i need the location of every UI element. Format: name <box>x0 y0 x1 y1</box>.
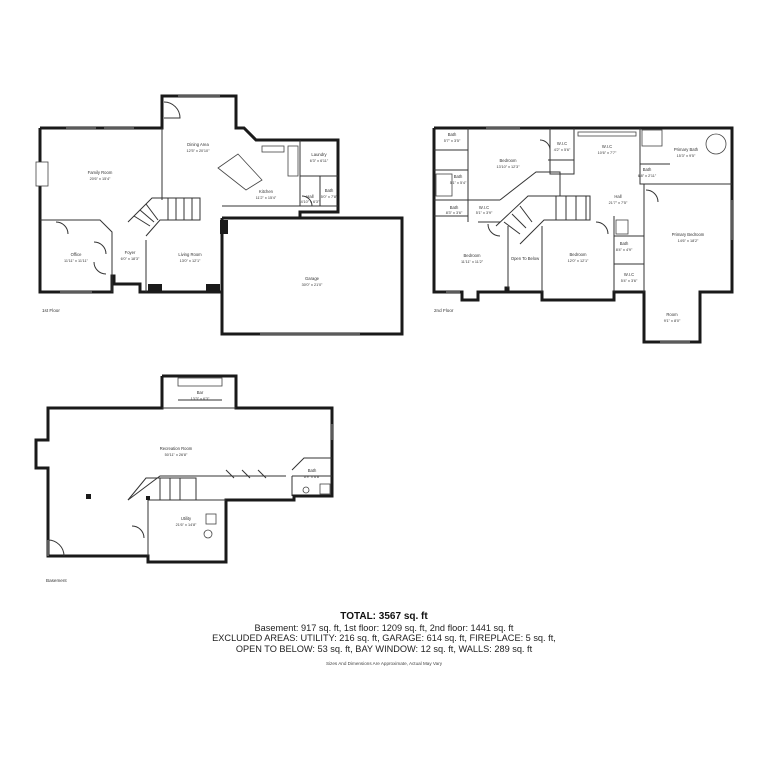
floor-label: 2nd Floor <box>434 308 454 313</box>
room-dim: 21'6" x 14'8" <box>176 523 197 527</box>
fireplace <box>35 161 49 187</box>
room-name: W.I.C <box>479 205 489 210</box>
room-dim: 4'10" x 6'3" <box>301 200 320 204</box>
room-dim: 6'9" x 6'8" <box>304 475 321 479</box>
first-floor-stairs <box>127 197 201 237</box>
room-name: Bedroom <box>570 252 588 257</box>
room-dim: 11'11" x 11'11" <box>64 259 89 263</box>
room-dim: 13'10" x 12'3" <box>497 165 521 169</box>
basement-plan: Bar 13'3" x 6'3" Recreation Room 50'11" … <box>34 374 334 583</box>
room-name: Bath <box>620 241 629 246</box>
room-dim: 9'1" x 8'0" <box>664 319 681 323</box>
room-name: Living Room <box>178 252 202 257</box>
room-name: Dining Area <box>187 142 209 147</box>
room-dim: 20'6" x 15'4" <box>90 177 111 181</box>
room-dim: 14'6" x 18'2" <box>678 239 699 243</box>
room-name: Garage <box>305 276 320 281</box>
room-dim: 11'2" x 15'4" <box>256 196 277 200</box>
room-dim: 6'8" x 2'11" <box>638 174 657 178</box>
room-dim: 11'11" x 11'2" <box>461 260 484 264</box>
room-name: Kitchen <box>259 189 274 194</box>
disclaimer: Sizes And Dimensions Are Approximate, Ac… <box>325 661 443 666</box>
room-dim: 10'6" x 7'7" <box>598 151 617 155</box>
room-name: Bath <box>308 468 317 473</box>
room-name: Primary Bedroom <box>672 232 705 237</box>
room-name: Recreation Room <box>160 446 193 451</box>
room-name: W.I.C <box>602 144 612 149</box>
room-name: W.I.C <box>557 141 567 146</box>
room-name: Bedroom <box>464 253 482 258</box>
room-name: Hall <box>614 194 621 199</box>
room-dim: 8'4" x 4'9" <box>616 248 633 252</box>
room-name: Primary Bath <box>674 147 699 152</box>
area-summary: TOTAL: 3567 sq. ft Basement: 917 sq. ft,… <box>0 611 768 667</box>
room-name: Foyer <box>125 250 136 255</box>
room-name: Room <box>666 312 678 317</box>
room-dim: 5'4" x 3'6" <box>621 279 638 283</box>
second-floor-plan: Bath 5'7" x 3'5" Bath 5'1" x 5'4" Bath 8… <box>432 126 734 344</box>
room-dim: 12'0" x 12'1" <box>568 259 589 263</box>
room-name: Hall <box>306 194 313 199</box>
room-dim: 13'3" x 6'3" <box>191 397 210 401</box>
room-dim: 6'3" x 6'11" <box>310 159 329 163</box>
floor-label: Basement <box>46 578 67 583</box>
room-name: Bath <box>450 205 459 210</box>
room-dim: 5'1" x 5'4" <box>450 181 467 185</box>
room-dim: 50'11" x 26'8" <box>165 453 188 457</box>
total-area: TOTAL: 3567 sq. ft <box>340 611 428 622</box>
room-dim: 5'7" x 3'5" <box>444 139 461 143</box>
room-name: Bath <box>325 188 334 193</box>
room-dim: 4'2" x 5'6" <box>554 148 571 152</box>
room-dim: 30'0" x 21'0" <box>302 283 323 287</box>
excluded-areas: EXCLUDED AREAS: UTILITY: 216 sq. ft, GAR… <box>212 633 556 643</box>
kitchen-island <box>217 153 263 191</box>
floor-areas: Basement: 917 sq. ft, 1st floor: 1209 sq… <box>254 622 514 633</box>
room-name: Open To Below <box>511 256 540 261</box>
room-dim: 12'5" x 20'10" <box>187 149 211 153</box>
tub <box>705 133 727 155</box>
room-name: Office <box>71 252 83 257</box>
room-name: Bar <box>197 390 204 395</box>
room-name: Bath <box>454 174 463 179</box>
room-dim: 5'1" x 3'9" <box>476 211 493 215</box>
room-name: Bath <box>448 132 457 137</box>
room-dim: 6'0" x 18'3" <box>121 257 140 261</box>
room-name: Bedroom <box>500 158 518 163</box>
room-name: Utility <box>181 516 192 521</box>
second-floor-stairs <box>495 171 591 245</box>
room-dim: 8'3" x 3'6" <box>446 211 463 215</box>
room-name: Bath <box>643 167 652 172</box>
room-dim: 13'0" x 12'1" <box>180 259 201 263</box>
room-name: W.I.C <box>624 272 634 277</box>
first-floor-plan: Family Room 20'6" x 15'4" Dining Area 12… <box>35 94 404 336</box>
room-dim: 5'0" x 7'8" <box>321 195 338 199</box>
room-name: Laundry <box>311 152 327 157</box>
room-dim: 21'7" x 7'5" <box>609 201 628 205</box>
floor-label: 1st Floor <box>42 308 60 313</box>
excluded-areas-continued: OPEN TO BELOW: 53 sq. ft, BAY WINDOW: 12… <box>235 643 533 654</box>
room-name: Family Room <box>88 170 113 175</box>
room-dim: 15'3" x 9'5" <box>677 154 696 158</box>
